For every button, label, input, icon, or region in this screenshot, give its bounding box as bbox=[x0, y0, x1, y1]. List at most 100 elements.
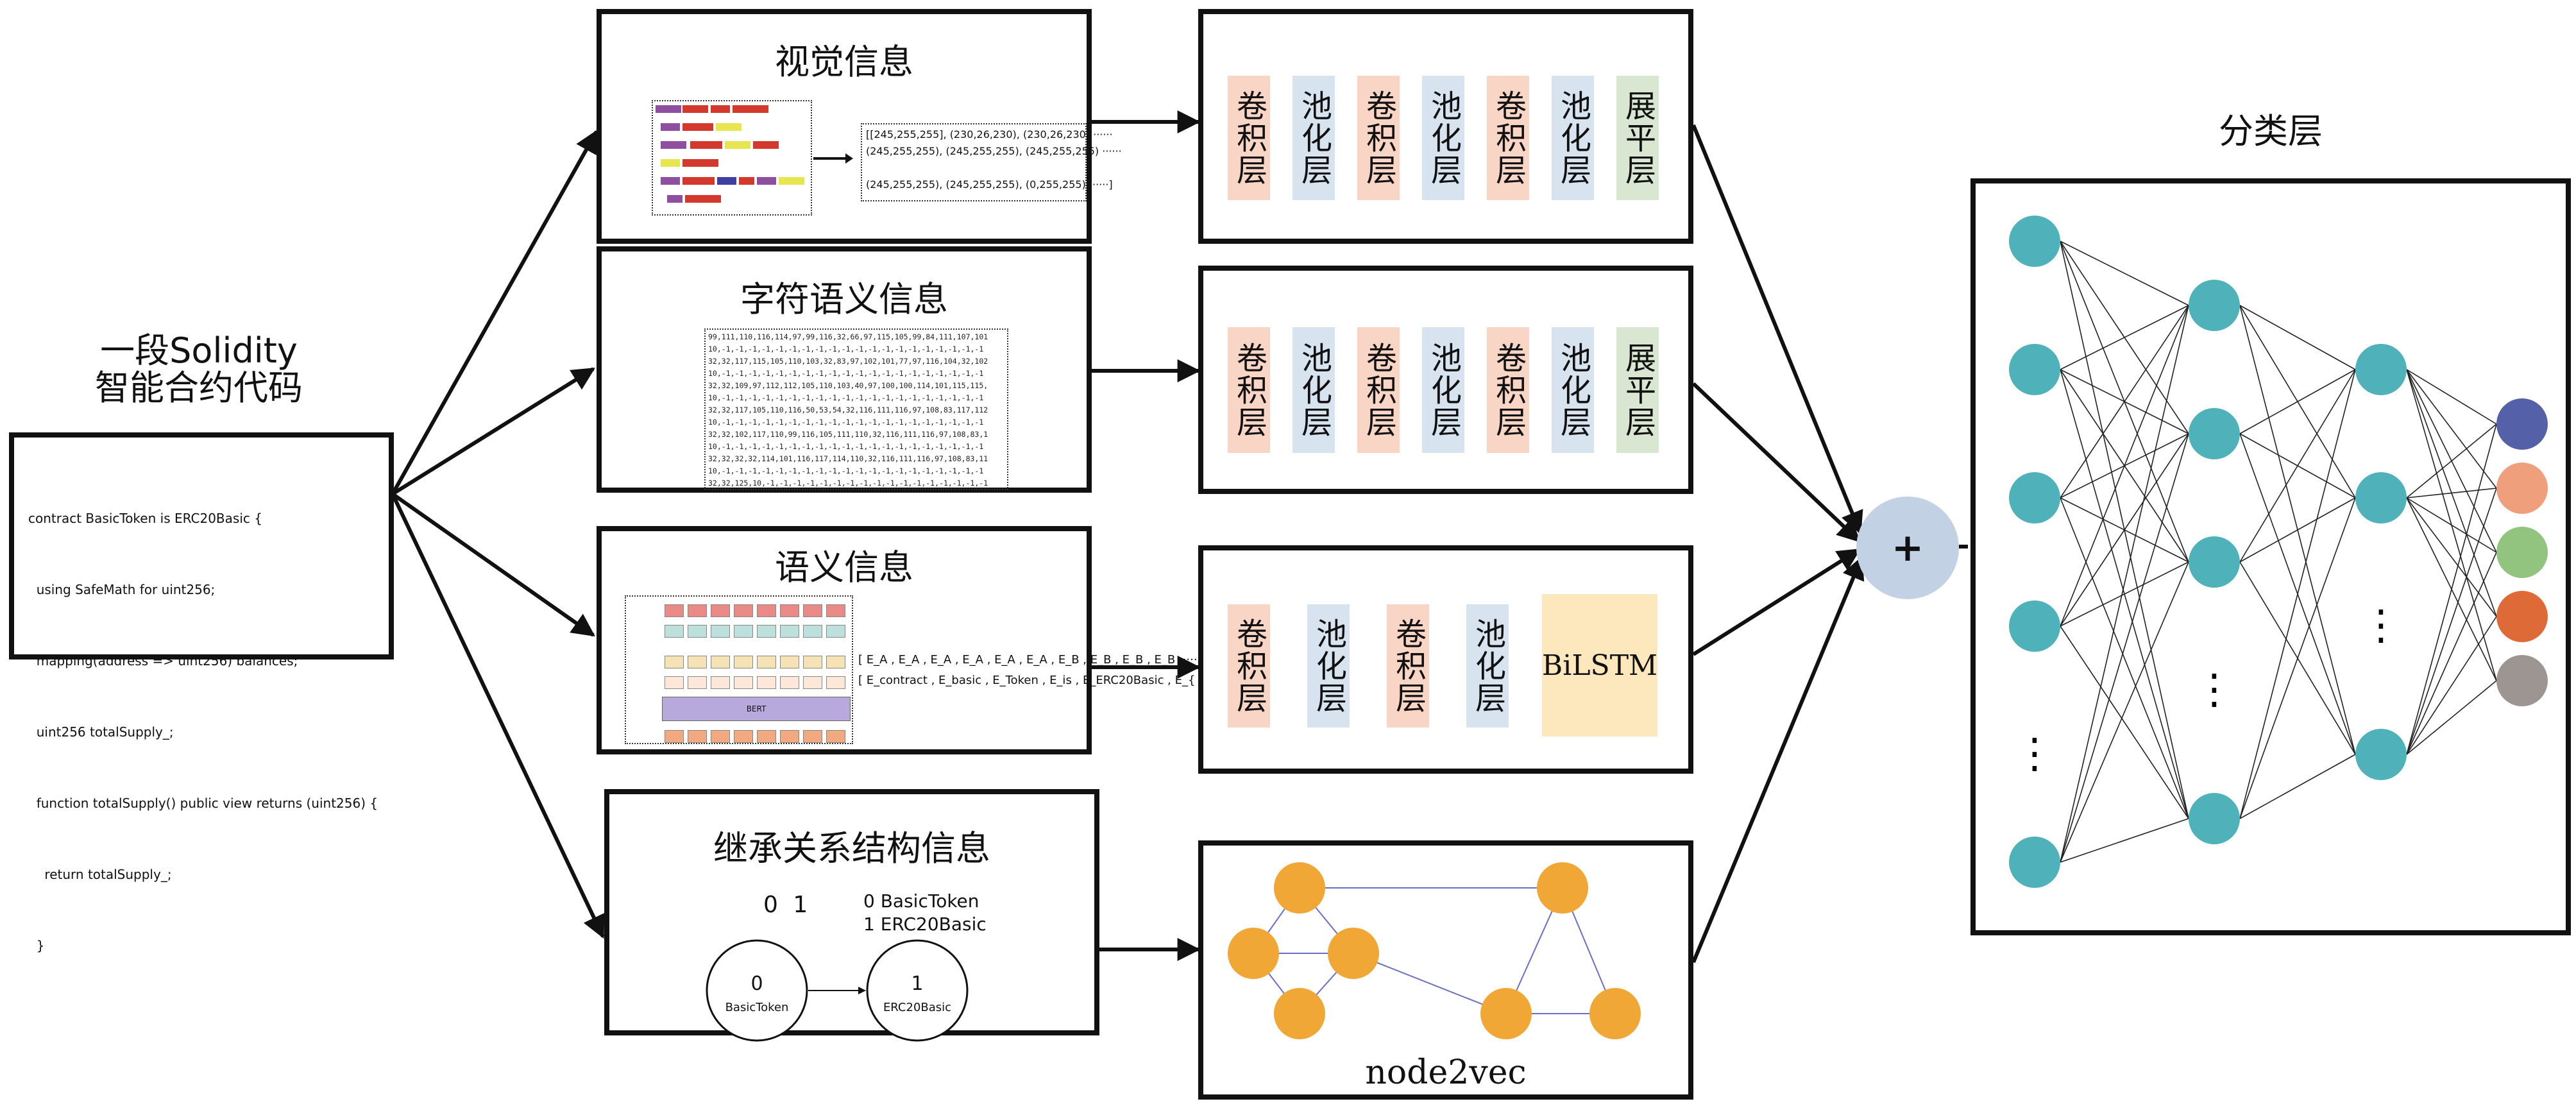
fully-connected-network: ⋮ ⋮ ⋮ bbox=[2009, 216, 2548, 888]
neuron bbox=[2009, 837, 2060, 888]
graph-node bbox=[1537, 862, 1588, 914]
bert-token-cell bbox=[688, 676, 707, 689]
bert-token-cell bbox=[780, 604, 799, 617]
code-line: mapping(address => uint256) balances; bbox=[28, 653, 298, 668]
bitmap-to-rgb-arrow bbox=[813, 153, 853, 164]
graph-node bbox=[1480, 988, 1532, 1039]
neuron-ellipsis: ⋮ bbox=[2014, 730, 2055, 778]
bert-token-cell bbox=[711, 656, 730, 668]
bitmap-stripe bbox=[739, 177, 754, 185]
neuron bbox=[2355, 472, 2407, 523]
bert-token-cell bbox=[711, 730, 730, 743]
bert-token-cell bbox=[757, 656, 776, 668]
bert-token-cell bbox=[734, 730, 753, 743]
neuron bbox=[2189, 408, 2240, 459]
network-edge bbox=[2239, 305, 2356, 370]
layer-pool: 池化层 bbox=[1552, 327, 1594, 453]
bert-encoder-block: BERT bbox=[662, 697, 851, 721]
fusion-add-node: + bbox=[1856, 497, 1959, 599]
network-edge bbox=[2406, 616, 2497, 755]
neuron bbox=[2189, 536, 2240, 588]
layer-conv: 卷积层 bbox=[1228, 76, 1270, 200]
bitmap-stripe bbox=[682, 159, 718, 167]
layer-flatten: 展平层 bbox=[1616, 327, 1659, 453]
matrix-row: 10,-1,-1,-1,-1,-1,-1,-1,-1,-1,-1,-1,-1,-… bbox=[708, 393, 984, 402]
source-code: contract BasicToken is ERC20Basic { usin… bbox=[28, 459, 378, 1005]
bitmap-stripe bbox=[690, 141, 722, 149]
bert-token-cell bbox=[688, 604, 707, 617]
semantic-info-box: 语义信息 BERT [ E_A , E_A , E_A , E_A , E_A … bbox=[597, 526, 1226, 754]
bitmap-stripe bbox=[716, 123, 741, 131]
bert-token-cell bbox=[780, 625, 799, 638]
rgb-row: (245,255,255), (245,255,255), (0,255,255… bbox=[866, 178, 1113, 191]
bert-token-cell bbox=[757, 730, 776, 743]
code-line: using SafeMath for uint256; bbox=[28, 582, 216, 597]
embedding-row-1: [ E_A , E_A , E_A , E_A , E_A , E_A , E_… bbox=[858, 653, 1201, 667]
node-1-name: ERC20Basic bbox=[883, 1001, 952, 1014]
matrix-row: 32,32,117,115,105,110,103,32,83,97,102,1… bbox=[708, 357, 988, 366]
bert-token-cell bbox=[688, 730, 707, 743]
matrix-row: 32,32,125,10,-1,-1,-1,-1,-1,-1,-1,-1,-1,… bbox=[708, 479, 988, 488]
network-edge bbox=[2239, 497, 2356, 563]
layer-pool: 池化层 bbox=[1466, 604, 1509, 727]
network-edge bbox=[2239, 369, 2356, 434]
layer-pool: 池化层 bbox=[1422, 76, 1464, 200]
graph-node bbox=[1589, 988, 1641, 1039]
neuron-ellipsis: ⋮ bbox=[2194, 666, 2235, 713]
rgb-values-box: [[245,255,255], (230,26,230), (230,26,23… bbox=[861, 123, 1122, 201]
node2vec-model: node2vec bbox=[1198, 840, 1693, 1100]
bitmap-stripe bbox=[685, 195, 721, 203]
layer-conv: 卷积层 bbox=[1357, 327, 1400, 453]
cnn-model-2: 卷积层池化层卷积层池化层卷积层池化层展平层 bbox=[1198, 266, 1693, 494]
neuron bbox=[2189, 793, 2240, 844]
network-edge bbox=[2406, 369, 2497, 489]
node-0-name: BasicToken bbox=[725, 1001, 789, 1014]
layer-conv: 卷积层 bbox=[1228, 327, 1270, 453]
arrow-lstm-fusion bbox=[1692, 548, 1861, 656]
layer-pool: 池化层 bbox=[1422, 327, 1464, 453]
neuron bbox=[2009, 600, 2060, 652]
rgb-row: (245,255,255), (245,255,255), (245,255,2… bbox=[866, 145, 1122, 157]
code-line: contract BasicToken is ERC20Basic { bbox=[28, 511, 262, 526]
bitmap-stripe bbox=[682, 177, 715, 185]
matrix-row: 10,-1,-1,-1,-1,-1,-1,-1,-1,-1,-1,-1,-1,-… bbox=[708, 369, 984, 378]
bitmap-stripe bbox=[667, 195, 682, 203]
network-edge bbox=[2060, 433, 2189, 627]
network-edge bbox=[2406, 552, 2497, 755]
source-title-line2: 智能合约代码 bbox=[95, 368, 303, 408]
node2vec-graph bbox=[1228, 862, 1641, 1039]
code-line: } bbox=[28, 938, 45, 953]
neuron bbox=[2189, 280, 2240, 331]
neuron-ellipsis: ⋮ bbox=[2360, 602, 2402, 649]
arrow-source-char bbox=[391, 367, 596, 496]
layer-conv: 卷积层 bbox=[1387, 604, 1429, 727]
visual-info-box: 视觉信息 [[245,255,255], (230,26,230), (230,… bbox=[597, 9, 1122, 244]
network-edge bbox=[2239, 497, 2356, 819]
bert-token-cell bbox=[780, 730, 799, 743]
output-neuron bbox=[2496, 398, 2548, 450]
embedding-row-2: [ E_contract , E_basic , E_Token , E_is … bbox=[858, 674, 1226, 687]
bert-token-cell bbox=[826, 604, 845, 617]
matrix-row: 99,111,110,116,114,97,99,116,32,66,97,11… bbox=[708, 332, 988, 341]
inheritance-info-title: 继承关系结构信息 bbox=[713, 828, 990, 869]
network-edge bbox=[2239, 369, 2356, 563]
inheritance-info-box: 继承关系结构信息 0 1 0 BasicToken 1 ERC20Basic 0… bbox=[604, 789, 1099, 1042]
network-edge bbox=[2406, 497, 2497, 617]
cnn-bilstm-model: 卷积层池化层卷积层池化层 BiLSTM bbox=[1198, 545, 1693, 774]
network-edge bbox=[2060, 305, 2189, 498]
matrix-row: 32,32,32,32,114,101,116,117,114,110,32,1… bbox=[708, 454, 988, 463]
network-edge bbox=[2406, 497, 2497, 553]
node-0-id: 0 bbox=[750, 973, 763, 995]
bitmap-stripe bbox=[757, 177, 776, 185]
source-title: 一段Solidity 智能合约代码 bbox=[83, 332, 314, 407]
neuron bbox=[2009, 216, 2060, 267]
output-neuron bbox=[2496, 655, 2548, 706]
classifier-box: ⋮ ⋮ ⋮ bbox=[1970, 178, 2571, 935]
bert-token-cell bbox=[734, 625, 753, 638]
bert-token-cell bbox=[665, 625, 684, 638]
network-edge bbox=[2406, 423, 2497, 498]
bert-token-cell bbox=[734, 676, 753, 689]
bert-token-cell bbox=[665, 676, 684, 689]
source-code-box: contract BasicToken is ERC20Basic { usin… bbox=[9, 432, 394, 953]
char-semantic-title: 字符语义信息 bbox=[740, 279, 948, 319]
